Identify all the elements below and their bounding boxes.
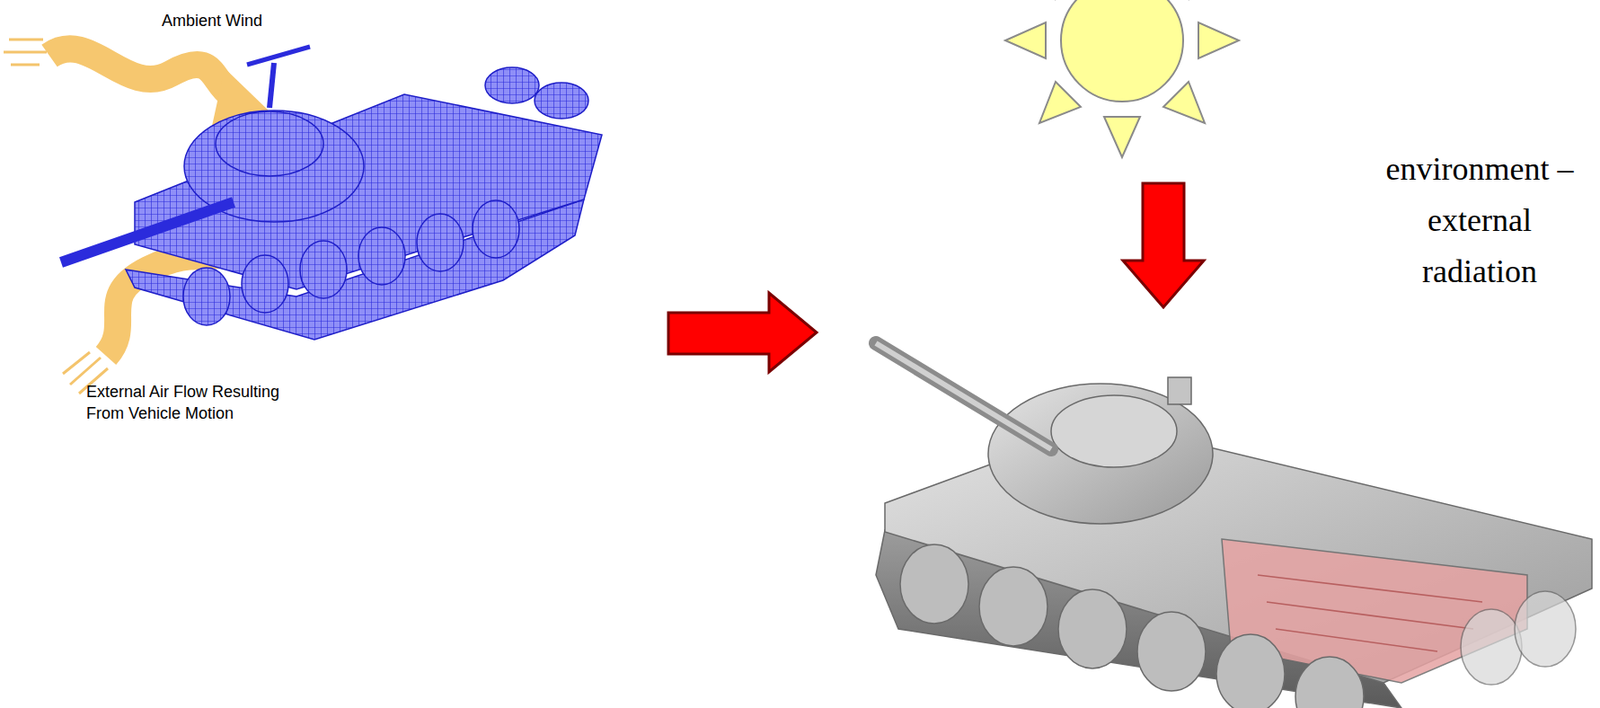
wireframe-tank [61, 46, 602, 340]
wind-arrow [3, 39, 272, 126]
wind-label: Ambient Wind [161, 10, 342, 31]
airflow-label: External Air Flow Resulting From Vehicle… [86, 380, 311, 425]
sun-symbol [1005, 0, 1239, 158]
transition-arrow [668, 292, 817, 372]
radiation-label: environment – external radiation [1367, 143, 1592, 298]
radiation-arrow [1122, 183, 1204, 308]
rendered-tank [875, 343, 1592, 708]
